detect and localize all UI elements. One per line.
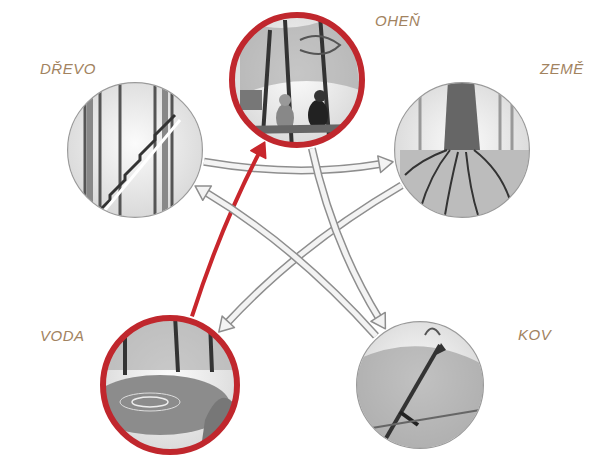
element-label: ZEMĚ	[540, 60, 584, 78]
element-label: OHEŇ	[375, 12, 420, 30]
circle-outline	[229, 12, 365, 148]
circle-outline	[100, 315, 240, 455]
element-label: KOV	[518, 326, 551, 344]
element-circle: VODA	[100, 315, 240, 455]
element-label: VODA	[40, 327, 85, 345]
connector-arrow	[204, 156, 393, 173]
wood-sketch	[67, 80, 203, 222]
element-circle: ZEMĚ	[394, 82, 530, 218]
connector-arrow	[195, 186, 376, 336]
element-circle: KOV	[356, 321, 484, 449]
earth-sketch	[394, 80, 530, 230]
element-label: DŘEVO	[40, 60, 96, 78]
element-circle: DŘEVO	[67, 82, 203, 218]
circle-outline	[394, 82, 530, 218]
fire-sketch	[229, 10, 365, 150]
circle-outline	[356, 321, 484, 449]
circle-outline	[67, 82, 203, 218]
element-circle: OHEŇ	[229, 12, 365, 148]
water-sketch	[90, 312, 240, 455]
metal-sketch	[356, 321, 484, 450]
